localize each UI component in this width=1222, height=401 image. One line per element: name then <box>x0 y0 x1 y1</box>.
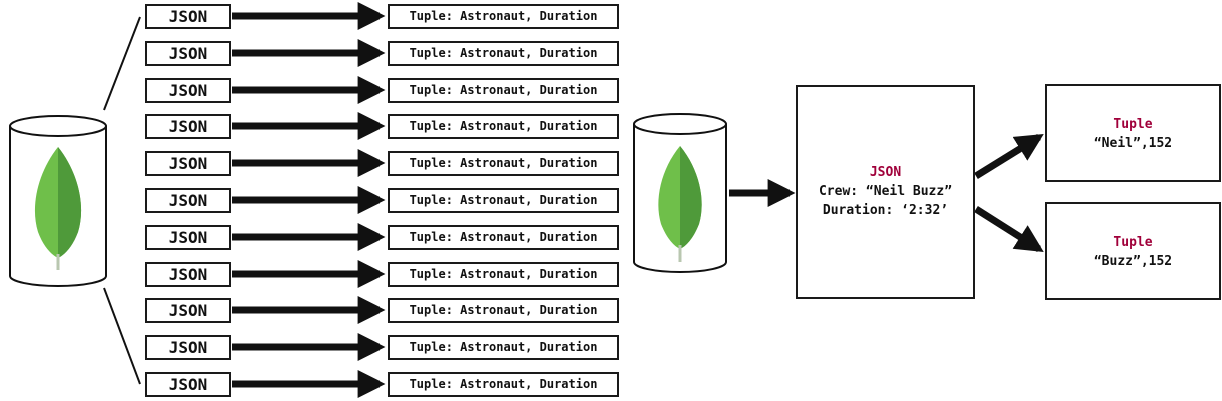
json-record-box: JSON <box>145 151 231 176</box>
tuple-record-box: Tuple: Astronaut, Duration <box>388 225 619 250</box>
fan-out-line-top <box>103 16 141 111</box>
document-title: JSON <box>869 165 902 180</box>
document-to-tuple-arrow-top <box>974 134 1044 179</box>
json-record-box: JSON <box>145 335 231 360</box>
document-crew-line: Crew: “Neil Buzz” <box>818 184 953 199</box>
tuple-output-box-1: Tuple “Neil”,152 <box>1045 84 1221 182</box>
json-record-box: JSON <box>145 78 231 103</box>
mongodb-leaf-cylinder-icon <box>633 113 727 273</box>
tuple-record-box: Tuple: Astronaut, Duration <box>388 262 619 287</box>
json-record-box: JSON <box>145 372 231 397</box>
tuple-value: “Neil”,152 <box>1093 136 1173 151</box>
mongodb-leaf-cylinder-icon <box>9 115 107 287</box>
row-arrows <box>232 2 386 398</box>
tuple-record-box: Tuple: Astronaut, Duration <box>388 151 619 176</box>
tuple-record-box: Tuple: Astronaut, Duration <box>388 41 619 66</box>
tuple-record-box: Tuple: Astronaut, Duration <box>388 335 619 360</box>
tuple-value: “Buzz”,152 <box>1093 254 1173 269</box>
tuple-output-box-2: Tuple “Buzz”,152 <box>1045 202 1221 300</box>
tuple-record-box: Tuple: Astronaut, Duration <box>388 114 619 139</box>
tuple-record-box: Tuple: Astronaut, Duration <box>388 78 619 103</box>
tuple-title: Tuple <box>1113 117 1153 132</box>
json-record-box: JSON <box>145 114 231 139</box>
json-record-box: JSON <box>145 4 231 29</box>
tuple-record-box: Tuple: Astronaut, Duration <box>388 372 619 397</box>
document-duration-line: Duration: ‘2:32’ <box>822 203 949 218</box>
json-record-box: JSON <box>145 41 231 66</box>
document-to-tuple-arrow-bottom <box>974 206 1044 253</box>
json-document-box: JSON Crew: “Neil Buzz” Duration: ‘2:32’ <box>796 85 975 299</box>
json-record-box: JSON <box>145 298 231 323</box>
fan-out-line-bottom <box>103 287 141 385</box>
json-record-box: JSON <box>145 225 231 250</box>
tuple-record-box: Tuple: Astronaut, Duration <box>388 188 619 213</box>
tuple-record-box: Tuple: Astronaut, Duration <box>388 4 619 29</box>
tuple-record-box: Tuple: Astronaut, Duration <box>388 298 619 323</box>
json-record-box: JSON <box>145 188 231 213</box>
tuple-title: Tuple <box>1113 235 1153 250</box>
json-record-box: JSON <box>145 262 231 287</box>
